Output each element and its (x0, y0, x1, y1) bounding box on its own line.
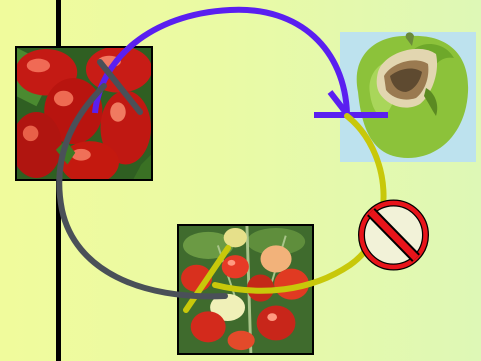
tomatoes-photo (15, 46, 153, 181)
pepper-plant-photo (177, 224, 314, 355)
damaged-pepper-photo (340, 32, 476, 162)
no-entry-sign-icon (355, 196, 432, 274)
